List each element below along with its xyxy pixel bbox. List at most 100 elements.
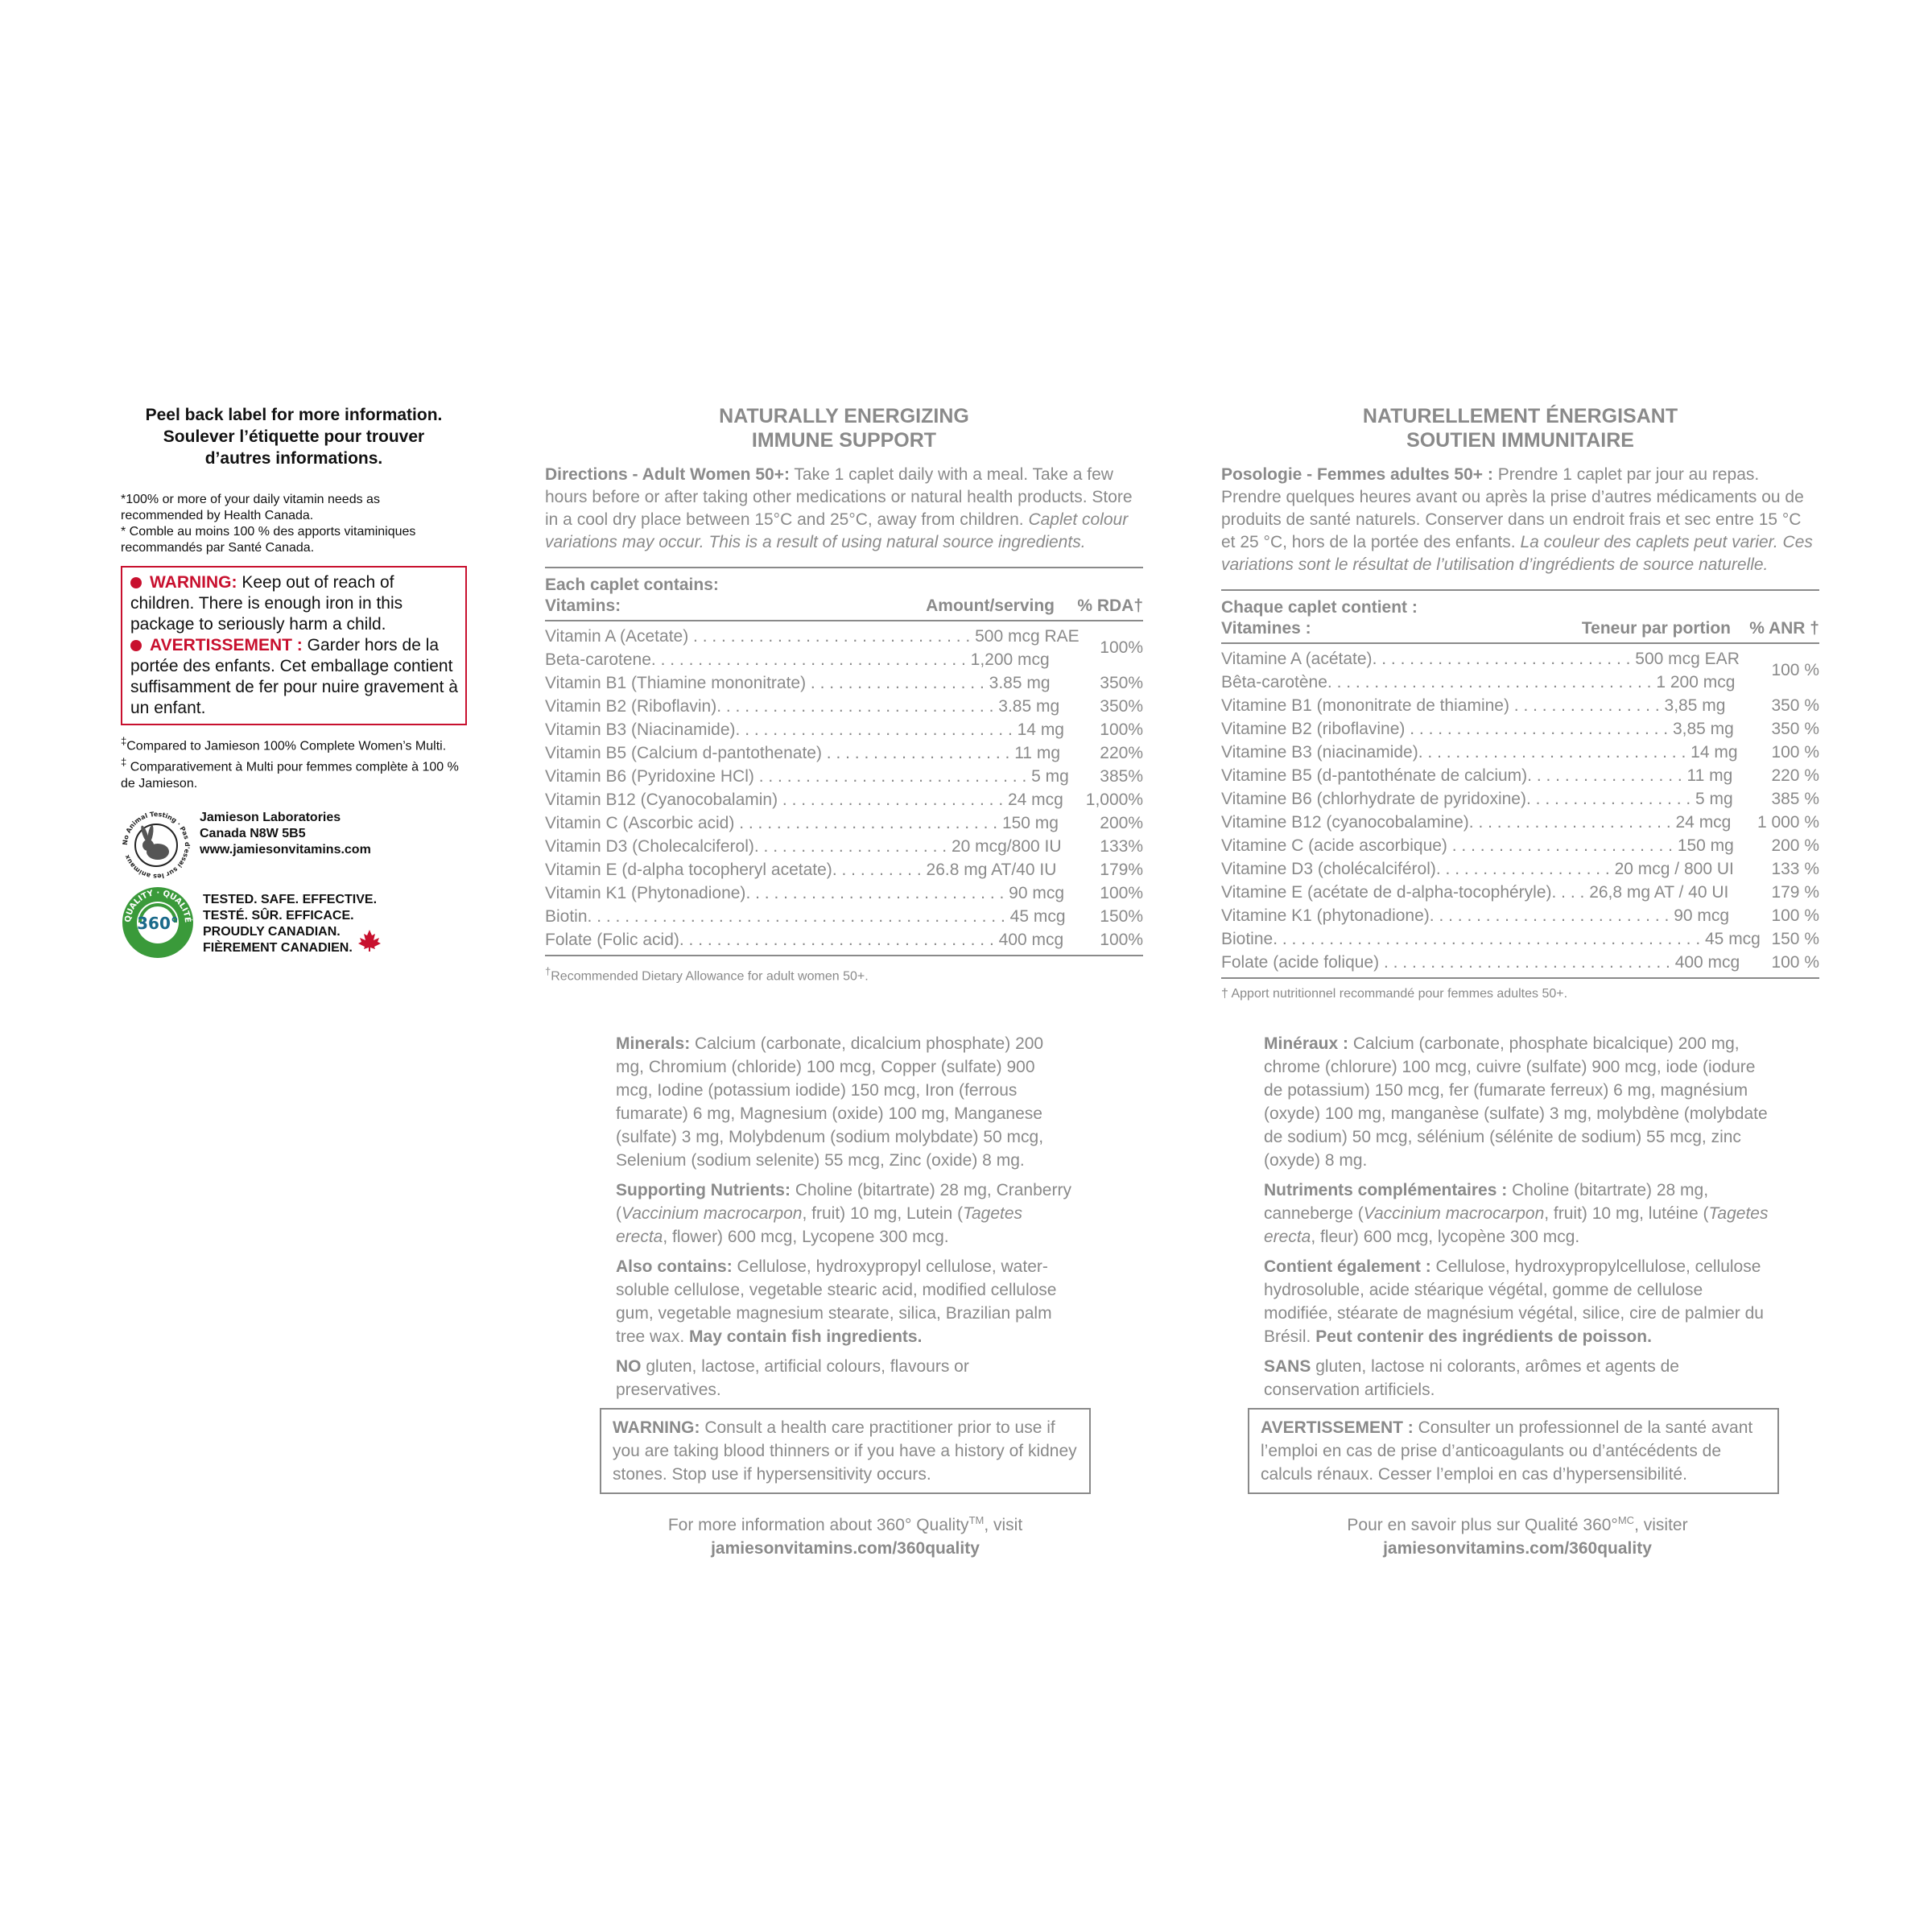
en-info-url[interactable]: jamiesonvitamins.com/360quality: [711, 1539, 980, 1558]
row-amount: 14 mg: [1690, 743, 1738, 762]
en-row-name-6: Vitamin B6 (Pyridoxine HCl) . . . . . . …: [545, 765, 1069, 788]
table-row: Folate (Folic acid). . . . . . . . . . .…: [545, 928, 1143, 952]
table-row: Vitamine K1 (phytonadione). . . . . . . …: [1221, 904, 1819, 927]
text: gluten, lactose, artificial colours, fla…: [616, 1357, 969, 1399]
fr-row-name-12: Biotine. . . . . . . . . . . . . . . . .…: [1221, 927, 1761, 951]
table-row: Vitamine B6 (chlorhydrate de pyridoxine)…: [1221, 787, 1819, 811]
en-row-name-11: Vitamin K1 (Phytonadione). . . . . . . .…: [545, 881, 1064, 905]
en-warning-box: WARNING: Consult a health care practitio…: [600, 1408, 1091, 1494]
note-en-2: recommended by Health Canada.: [121, 509, 314, 522]
row-name: Bêta-carotène: [1221, 673, 1327, 691]
fr-info-url[interactable]: jamiesonvitamins.com/360quality: [1383, 1539, 1652, 1558]
en-pct-heading: % RDA†: [1077, 597, 1143, 615]
row-dots: . . . . . . . . . . . . . . . . .: [1527, 766, 1687, 785]
peel-text-fr-1: Soulever l’étiquette pour trouver: [163, 427, 425, 446]
en-nutrition-table: Each caplet contains: Vitamins: Amount/s…: [545, 567, 1143, 956]
row-amount: 150 mg: [1001, 814, 1059, 832]
en-row-name-10: Vitamin E (d-alpha tocopheryl acetate). …: [545, 858, 1056, 881]
tested-claims: TESTED. SAFE. EFFECTIVE. TESTÉ. SÛR. EFF…: [203, 892, 382, 956]
row-amount: 3.85 mg: [998, 697, 1060, 716]
en-vitamin-rows: Vitamin B1 (Thiamine mononitrate) . . . …: [545, 671, 1143, 952]
row-dots: . . . . . . . . . . . . . . . . . . . . …: [753, 837, 952, 856]
table-row: Beta-carotene. . . . . . . . . . . . . .…: [545, 648, 1080, 671]
warning-text: Keep out of reach of children. There is …: [130, 573, 403, 634]
row-pct: 150 %: [1771, 930, 1819, 948]
en-row-name-1: Beta-carotene. . . . . . . . . . . . . .…: [545, 648, 1080, 671]
en-amount-heading: Amount/serving: [926, 597, 1055, 615]
en-title-line-1: NATURALLY ENERGIZING: [719, 405, 969, 427]
en-supporting: Supporting Nutrients: Choline (bitartrat…: [616, 1179, 1075, 1249]
row-amount: 45 mcg: [1705, 930, 1761, 948]
text: Pour en savoir plus sur Qualité 360°: [1347, 1516, 1618, 1534]
table-row: Vitamine B3 (niacinamide). . . . . . . .…: [1221, 741, 1819, 764]
trademark: TM: [968, 1514, 985, 1526]
row-dots: . . . . . . . . . . . . . . . . . . . . …: [778, 791, 1008, 809]
proudly-canadian-row: PROUDLY CANADIAN. FIÈREMENT CANADIEN.: [203, 924, 382, 956]
fr-row-name-3: Vitamine B2 (riboflavine) . . . . . . . …: [1221, 717, 1734, 741]
company-info: No Animal Testing · Pas d'essai sur les …: [121, 810, 467, 881]
double-dagger: ‡: [121, 735, 127, 747]
double-dagger: ‡: [121, 756, 127, 769]
dagger: †: [1221, 987, 1228, 1001]
row-amount: 20 mcg/800 IU: [951, 837, 1062, 856]
row-amount: 11 mg: [1686, 766, 1733, 785]
en-footnote: †Recommended Dietary Allowance for adult…: [545, 963, 1143, 985]
quality-360-seal-icon: 360° QUALITY · QUALITÉ: [122, 886, 193, 958]
company-postal: Canada N8W 5B5: [200, 826, 306, 840]
en-row-name-13: Folate (Folic acid). . . . . . . . . . .…: [545, 928, 1063, 952]
quality-seal-row: 360° QUALITY · QUALITÉ TESTED. SAFE. EFF…: [121, 886, 467, 960]
row-dots: . . . . . . . . . . . . . . . . . .: [1525, 790, 1696, 808]
row-name: Biotine: [1221, 930, 1274, 948]
fr-vitamin-a-group: Vitamine A (acétate). . . . . . . . . . …: [1221, 647, 1819, 694]
table-row: Vitamin B2 (Riboflavin). . . . . . . . .…: [545, 695, 1143, 718]
row-name: Folate (Folic acid): [545, 931, 679, 949]
fr-directions-italic: La couleur des caplets peut varier. Ces …: [1221, 533, 1813, 574]
row-name: Vitamin D3 (Cholecalciferol): [545, 837, 754, 856]
row-amount: 3.85 mg: [989, 674, 1051, 692]
fr-each-caplet: Chaque caplet contient :: [1221, 598, 1418, 617]
row-pct: 100%: [1100, 931, 1143, 949]
row-amount: 45 mcg: [1009, 907, 1066, 926]
text: , fruit) 10 mg, lutéine (: [1544, 1204, 1709, 1223]
fr-directions-text: Prendre 1 caplet par jour au repas. Pren…: [1221, 465, 1804, 551]
row-name: Vitamine B3 (niacinamide): [1221, 743, 1418, 762]
en-warning-label: WARNING:: [613, 1418, 700, 1437]
table-row: Biotin. . . . . . . . . . . . . . . . . …: [545, 905, 1143, 928]
table-row: Vitamine D3 (cholécalciférol). . . . . .…: [1221, 857, 1819, 881]
iron-warning-box: WARNING: Keep out of reach of children. …: [121, 566, 467, 725]
row-dots: . . . . . . . . . . . . . . . . . . . .: [821, 744, 1015, 762]
tested-line-1: TESTED. SAFE. EFFECTIVE.: [203, 892, 378, 906]
row-amount: 11 mg: [1014, 744, 1060, 762]
compare-fr-text: Comparativement à Multi pour femmes comp…: [121, 760, 459, 791]
row-dots: . . . . . . . . . . . . . . . . . . . . …: [745, 884, 1009, 902]
text: , visit: [984, 1516, 1023, 1534]
table-row: Vitamin B5 (Calcium d-pantothenate) . . …: [545, 741, 1143, 765]
row-dots: . . . . . . . . . . . . . . . . . . . . …: [587, 907, 1010, 926]
fr-more-info: Pour en savoir plus sur Qualité 360°MC, …: [1264, 1509, 1771, 1560]
row-name: Vitamin B2 (Riboflavin): [545, 697, 717, 716]
row-dots: . . . . . . . . . . . . . . . . . . . . …: [1447, 836, 1678, 855]
row-amount: 150 mg: [1677, 836, 1734, 855]
text: Choline (bitartrate) 28 mg, canneberge (: [1264, 1181, 1709, 1223]
fr-row-name-1: Bêta-carotène. . . . . . . . . . . . . .…: [1221, 671, 1740, 694]
row-name: Biotin: [545, 907, 588, 926]
table-row: Vitamin D3 (Cholecalciferol). . . . . . …: [545, 835, 1143, 858]
maple-leaf-icon: [357, 929, 381, 952]
row-name: Vitamine B2 (riboflavine): [1221, 720, 1406, 738]
row-amount: 3,85 mg: [1672, 720, 1734, 738]
en-directions: Directions - Adult Women 50+: Take 1 cap…: [545, 464, 1143, 554]
row-pct: 350%: [1100, 697, 1143, 716]
fr-pct-heading: % ANR †: [1749, 619, 1819, 638]
table-row: Vitamin K1 (Phytonadione). . . . . . . .…: [545, 881, 1143, 905]
avertissement-text: Garder hors de la portée des enfants. Ce…: [130, 636, 458, 717]
row-name: Vitamine B12 (cyanocobalamine): [1221, 813, 1469, 832]
row-amount: 90 mcg: [1009, 884, 1065, 902]
row-pct: 200%: [1100, 814, 1143, 832]
dagger: †: [545, 965, 551, 977]
row-dots: . . . . . . . . . . . . . . . . . . . . …: [734, 814, 1002, 832]
fr-vitamins-heading: Vitamines :: [1221, 619, 1311, 638]
row-amount: 90 mcg: [1674, 906, 1730, 925]
row-dots: . . . . . . . . . . . . . . . . . . .: [806, 674, 989, 692]
fr-directions-label: Posologie - Femmes adultes 50+ :: [1221, 465, 1493, 484]
left-column: Peel back label for more information. So…: [121, 404, 467, 960]
